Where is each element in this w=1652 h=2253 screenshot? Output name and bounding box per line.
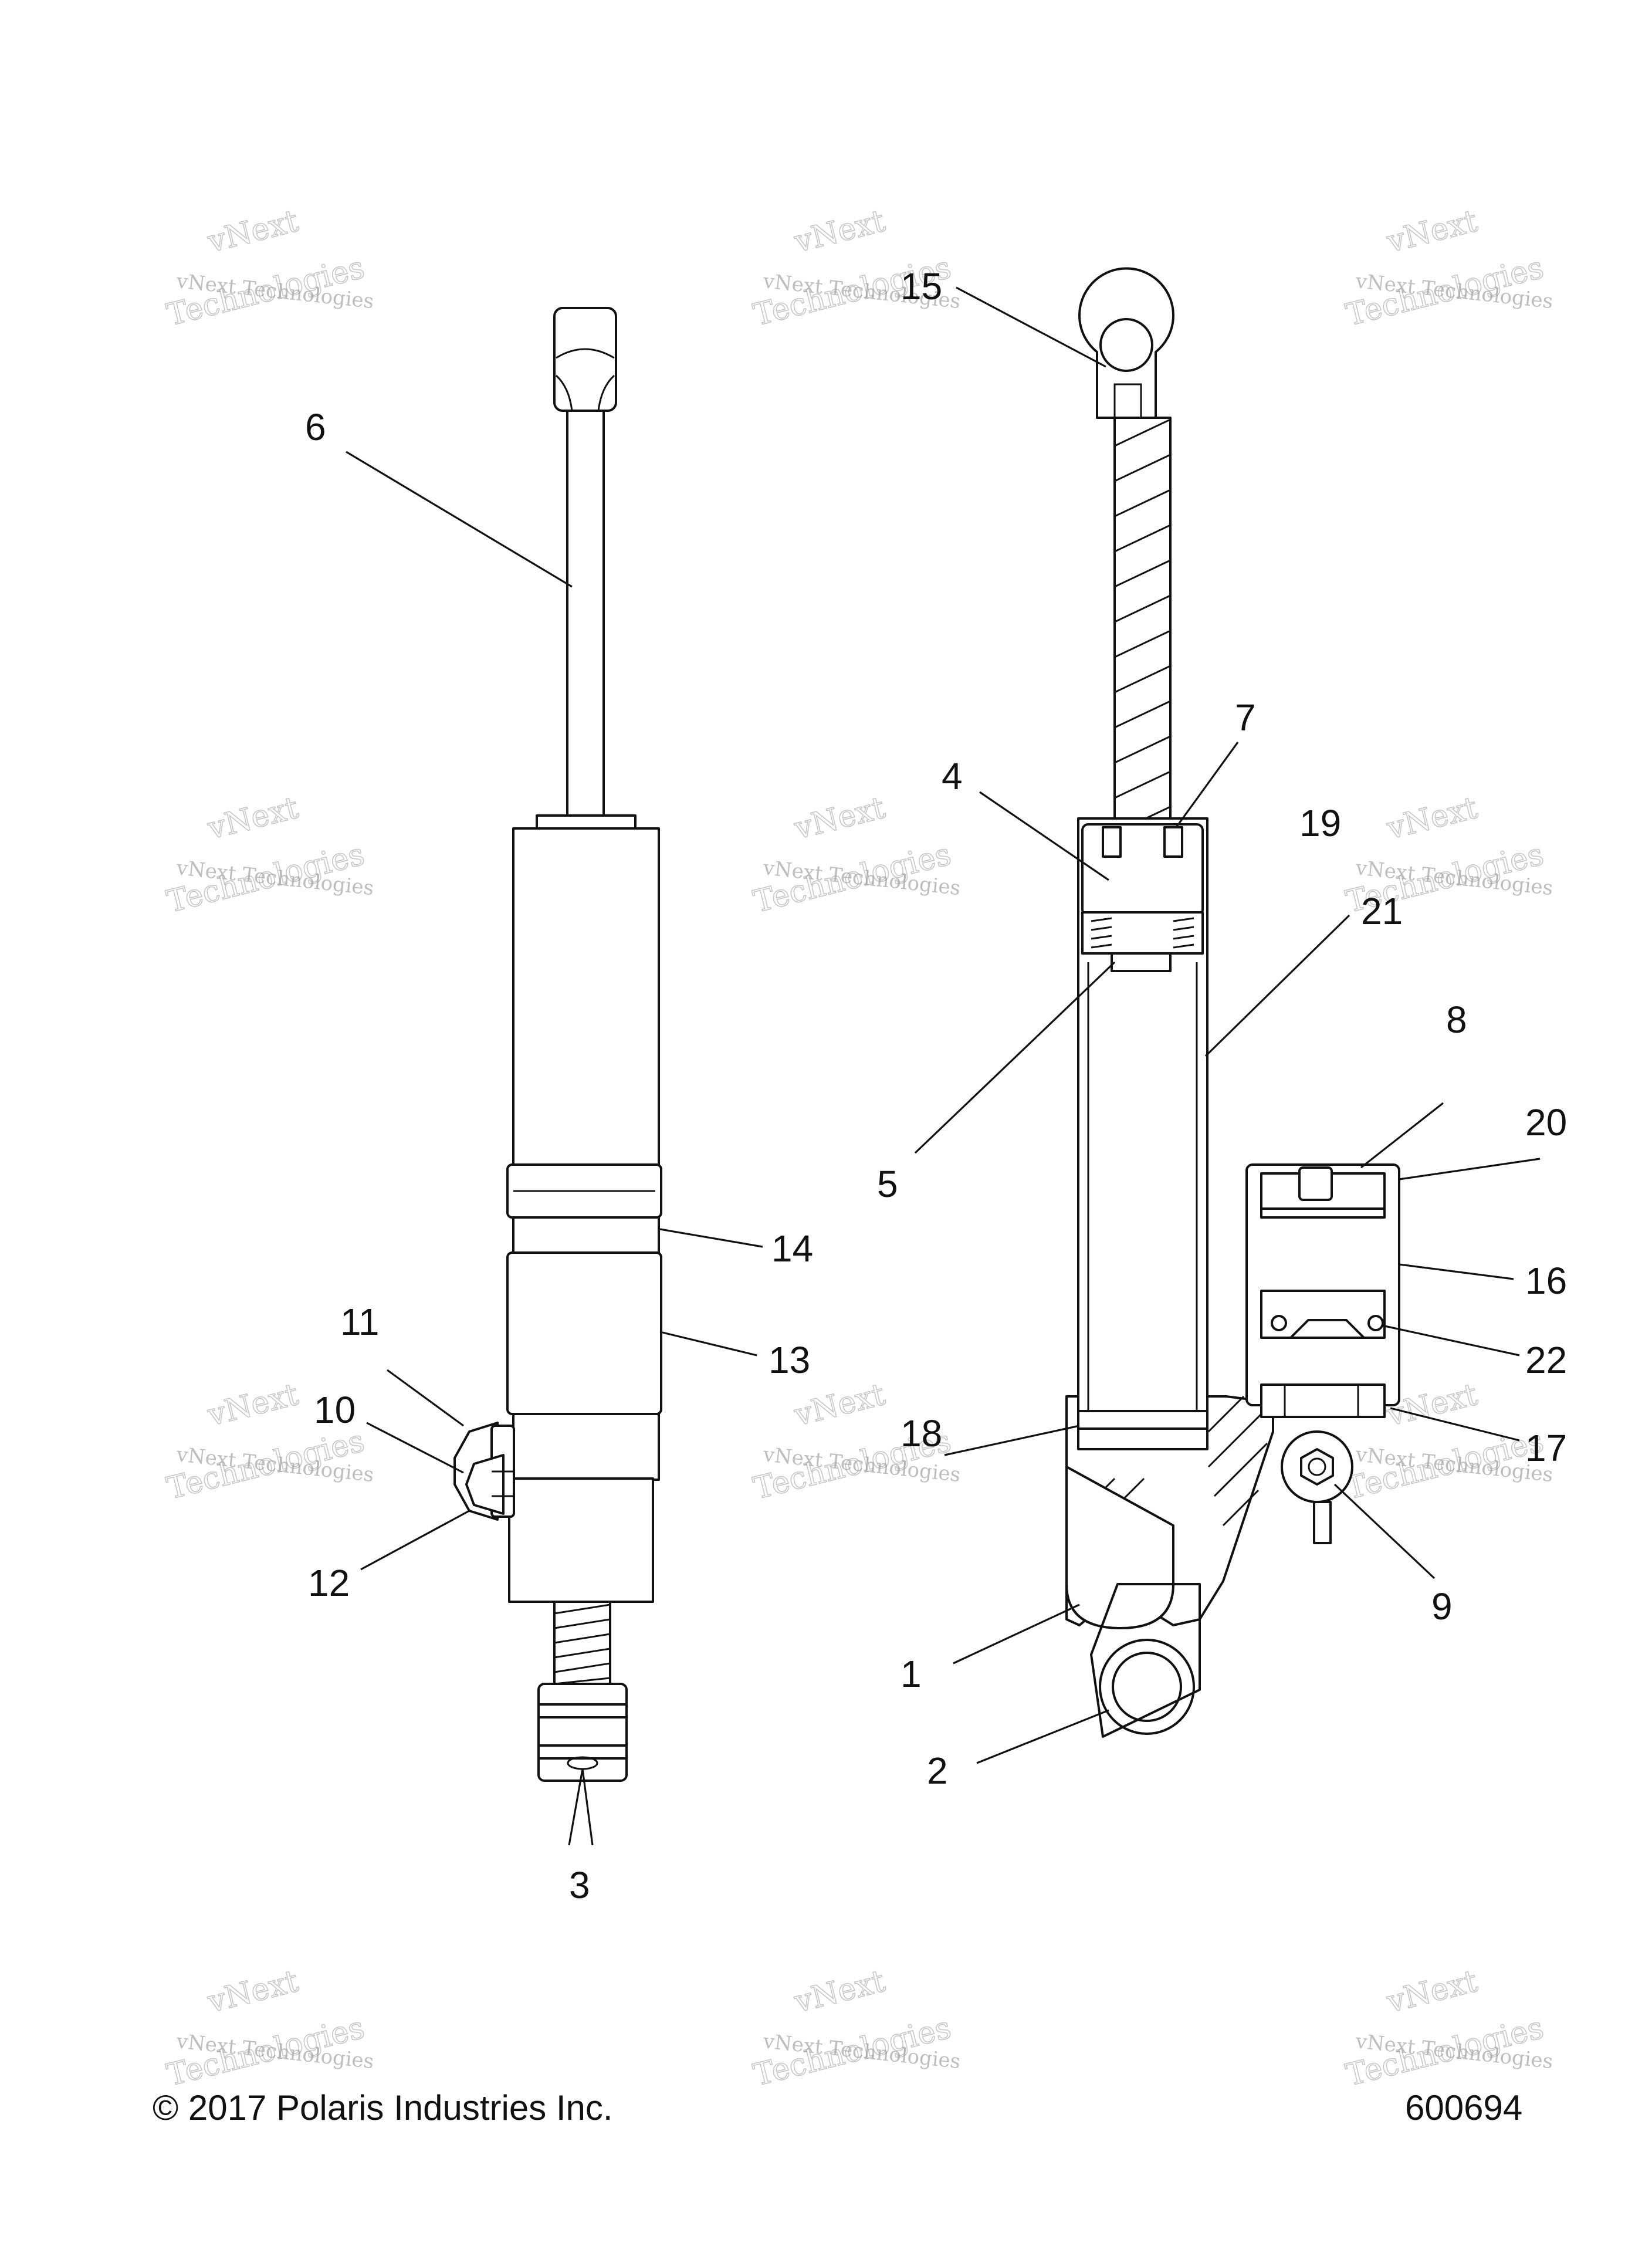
- watermark: vNext vNext Technologies Technologies: [163, 790, 375, 921]
- watermark: vNext vNext Technologies Technologies: [750, 1963, 962, 2094]
- callout-7: 7: [1235, 696, 1256, 739]
- callout-17: 17: [1525, 1427, 1567, 1469]
- callout-19: 19: [1299, 802, 1341, 844]
- callout-13: 13: [769, 1339, 810, 1381]
- left-threaded-stud: [553, 1601, 611, 1685]
- left-collar-lower: [506, 1251, 662, 1415]
- callout-9: 9: [1431, 1585, 1453, 1628]
- callout-3: 3: [569, 1864, 590, 1906]
- right-reservoir: [1245, 1163, 1400, 1418]
- right-bottom-seal: [1077, 1410, 1208, 1430]
- svg-text:Technologies: Technologies: [164, 2010, 368, 2093]
- callout-4: 4: [942, 755, 963, 797]
- figure-number: 600694: [1405, 2088, 1522, 2127]
- svg-text:vNext: vNext: [791, 1377, 889, 1433]
- left-adjuster-knob: [453, 1422, 515, 1521]
- left-shaft: [566, 410, 605, 817]
- svg-text:vNext: vNext: [791, 790, 889, 847]
- left-top-eyelet: [553, 307, 617, 412]
- svg-text:vNext: vNext: [204, 1964, 302, 2020]
- callout-22: 22: [1525, 1339, 1567, 1381]
- right-adjuster-fitting: [1281, 1430, 1353, 1544]
- svg-text:Technologies: Technologies: [1343, 1423, 1547, 1506]
- svg-text:vNext: vNext: [204, 790, 302, 847]
- callout-15: 15: [901, 265, 942, 307]
- watermark: vNext vNext Technologies Technologies: [1342, 203, 1554, 334]
- callout-18: 18: [901, 1412, 942, 1454]
- watermark: vNext vNext Technologies Technologies: [750, 790, 962, 921]
- left-bottom-ring: [508, 1477, 654, 1603]
- callout-11: 11: [340, 1301, 379, 1343]
- right-shock-assembly: [1065, 267, 1400, 1738]
- svg-text:vNext: vNext: [204, 204, 302, 260]
- watermark: vNext vNext Technologies Technologies: [163, 203, 375, 334]
- callout-5: 5: [877, 1163, 898, 1205]
- callout-12: 12: [308, 1562, 350, 1604]
- leader-lines: [346, 286, 1541, 1846]
- callout-6: 6: [305, 406, 326, 448]
- callout-labels: 6 15 7 4 19 21 8 20 5 14 16 11 13 22 10 …: [305, 265, 1567, 1906]
- callout-20: 20: [1525, 1101, 1567, 1144]
- watermark-group: vNext vNext Technologies Technologies vN…: [163, 203, 1554, 2094]
- right-top-eyelet: [1078, 267, 1174, 419]
- callout-21: 21: [1361, 890, 1403, 932]
- svg-text:Technologies: Technologies: [750, 2010, 954, 2093]
- callout-10: 10: [314, 1389, 356, 1431]
- svg-text:Technologies: Technologies: [1343, 250, 1547, 333]
- right-lower-clevis: [1065, 1395, 1274, 1629]
- callout-14: 14: [771, 1227, 813, 1270]
- callout-16: 16: [1525, 1260, 1567, 1302]
- left-bottom-bushing: [537, 1683, 628, 1782]
- watermark: vNext vNext Technologies Technologies: [1342, 1963, 1554, 2094]
- svg-text:Technologies: Technologies: [164, 837, 368, 919]
- svg-text:vNext: vNext: [204, 1377, 302, 1433]
- left-shock-assembly: [453, 307, 662, 1782]
- svg-text:vNext: vNext: [1383, 1964, 1481, 2020]
- copyright-text: © 2017 Polaris Industries Inc.: [153, 2088, 613, 2127]
- watermark: vNext vNext Technologies Technologies: [163, 1963, 375, 2094]
- callout-1: 1: [901, 1653, 922, 1695]
- svg-text:Technologies: Technologies: [1343, 2010, 1547, 2093]
- right-seal-head: [1081, 823, 1204, 972]
- svg-text:Technologies: Technologies: [164, 250, 368, 333]
- svg-text:Technologies: Technologies: [750, 837, 954, 919]
- svg-text:vNext: vNext: [1383, 204, 1481, 260]
- svg-text:Technologies: Technologies: [164, 1423, 368, 1506]
- callout-2: 2: [927, 1750, 948, 1792]
- callout-8: 8: [1446, 999, 1467, 1041]
- svg-text:vNext: vNext: [791, 204, 889, 260]
- svg-text:vNext: vNext: [791, 1964, 889, 2020]
- left-top-cap: [536, 814, 637, 830]
- right-bottom-bushing: [1090, 1583, 1201, 1738]
- svg-text:vNext: vNext: [1383, 790, 1481, 847]
